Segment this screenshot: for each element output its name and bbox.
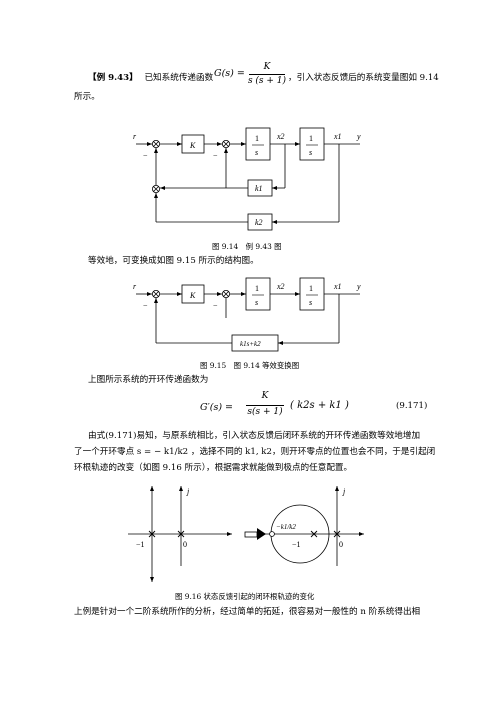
right-zero: 0 — [339, 540, 343, 549]
label-r-914: r — [133, 132, 137, 141]
eq-denominator: s(s + 1) — [247, 407, 283, 417]
label-s1-915: s — [255, 298, 258, 307]
left-zero: 0 — [183, 540, 187, 549]
example-tail: ，引入状态反馈后的系统变量图如 9.14 — [288, 73, 439, 83]
right-axis-j: j — [342, 487, 346, 496]
example-line2: 所示。 — [74, 92, 100, 102]
label-r-915: r — [133, 282, 137, 291]
left-axis-j: j — [186, 487, 190, 496]
label-k1-914: k1 — [255, 184, 263, 193]
label-k2-914: k2 — [255, 218, 263, 227]
label-one2-915: 1 — [309, 284, 313, 293]
example-lead: 已知系统传递函数 — [144, 73, 214, 83]
label-minus2-915: − — [213, 301, 218, 310]
right-minus-one: −1 — [292, 540, 301, 549]
eq-factor: ( k2s + k1 ) — [290, 400, 349, 411]
para-equiv: 等效地，可变换成如图 9.15 所示的结构图。 — [88, 256, 259, 266]
right-zero-label: −k1/k2 — [276, 523, 296, 531]
label-s2-914: s — [309, 148, 312, 157]
label-k-915: K — [189, 291, 196, 300]
label-minus2-914: − — [213, 151, 218, 160]
caption-9-14: 图 9.14 例 9.43 图 — [212, 242, 282, 251]
example-heading: 【例 9.43】 已知系统传递函数 — [88, 72, 213, 85]
label-one2-914: 1 — [309, 134, 313, 143]
eq-number: (9.171) — [396, 401, 428, 411]
tf-fraction-bar — [249, 74, 285, 75]
tf-lhs: G(s) = — [214, 68, 245, 79]
label-one1-914: 1 — [255, 134, 259, 143]
label-x2-914: x2 — [276, 132, 285, 141]
label-k-914: K — [189, 141, 196, 150]
tf-denominator: s (s + 1) — [247, 76, 287, 86]
para-main-1: 由式(9.171)易知，与原系统相比，引入状态反馈后闭环系统的开环传递函数等效地… — [88, 431, 421, 441]
para-main-2: 了一个开环零点 s = − k1/k2 ，选择不同的 k1, k2，则开环零点的… — [74, 447, 436, 457]
eq-lhs: G′(s) = — [200, 402, 234, 413]
para-main-3: 环根轨迹的改变（如图 9.16 所示），根据需求就能做到极点的任意配置。 — [74, 463, 353, 473]
label-minus1-915: − — [143, 301, 148, 310]
label-x2-915: x2 — [276, 282, 285, 291]
label-x1-915: x1 — [333, 282, 342, 291]
para-open-loop: 上图所示系统的开环传递函数为 — [88, 375, 209, 385]
eq-numerator: K — [261, 391, 269, 401]
tf-numerator: K — [263, 62, 271, 72]
label-one1-915: 1 — [255, 284, 259, 293]
caption-9-16: 图 9.16 状态反馈引起的闭环根轨迹的变化 — [175, 592, 315, 601]
para-last: 上例是针对一个二阶系统所作的分析，经过简单的拓延，很容易对一般性的 n 阶系统得… — [74, 607, 421, 617]
label-y-914: y — [356, 132, 361, 141]
label-s1-914: s — [255, 148, 258, 157]
label-minus1-914: − — [143, 151, 148, 160]
example-tag: 【例 9.43】 — [88, 73, 138, 83]
left-minus-one: −1 — [136, 540, 145, 549]
eq-fraction-bar — [246, 405, 284, 406]
label-y-915: y — [356, 282, 361, 291]
label-fb-915: k1s+k2 — [240, 340, 261, 348]
label-s2-915: s — [309, 298, 312, 307]
label-x1-914: x1 — [333, 132, 342, 141]
caption-9-15: 图 9.15 图 9.14 等效变换图 — [200, 361, 300, 370]
